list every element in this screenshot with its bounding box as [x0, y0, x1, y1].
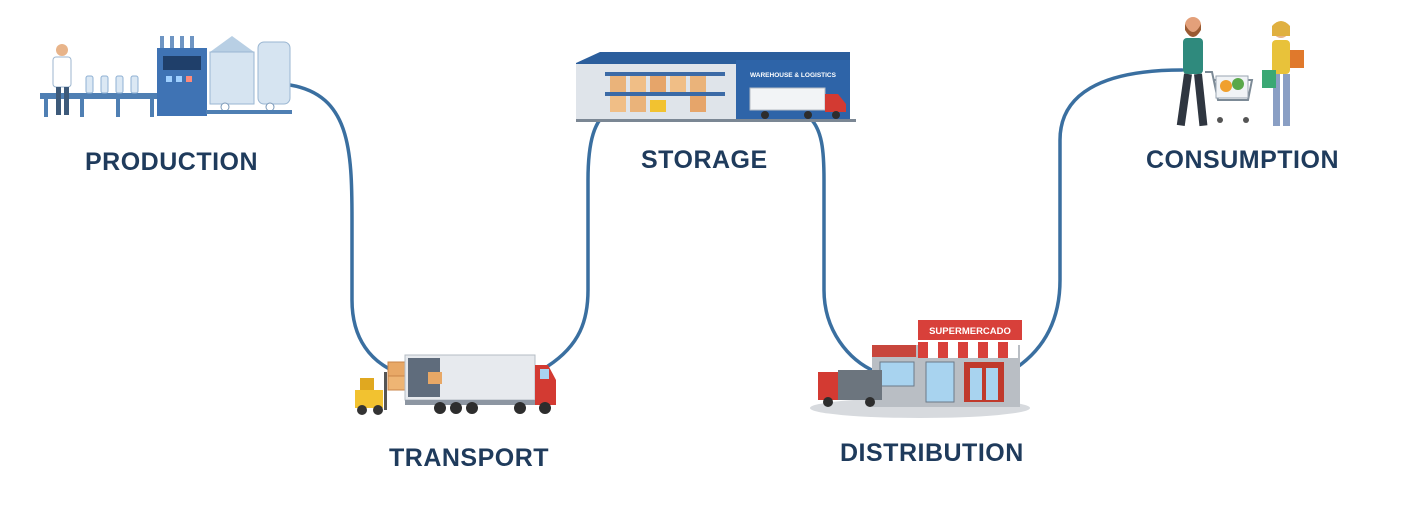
factory-production-line-icon: [40, 36, 292, 117]
warehouse-icon: WAREHOUSE & LOGISTICS: [576, 52, 856, 122]
stage-label-production: PRODUCTION: [85, 148, 259, 176]
truck-forklift-icon: [355, 354, 556, 415]
stage-label-transport: TRANSPORT: [389, 444, 550, 472]
supermarket-sign: SUPERMERCADO: [929, 326, 1011, 337]
flow-connector: [288, 68, 1184, 374]
warehouse-sign: WAREHOUSE & LOGISTICS: [750, 72, 837, 79]
stage-label-distribution: DISTRIBUTION: [840, 439, 1024, 467]
shoppers-icon: [1176, 17, 1304, 127]
stage-label-storage: STORAGE: [641, 146, 768, 174]
supermarket-icon: SUPERMERCADO: [810, 320, 1030, 418]
stage-label-consumption: CONSUMPTION: [1146, 146, 1339, 174]
